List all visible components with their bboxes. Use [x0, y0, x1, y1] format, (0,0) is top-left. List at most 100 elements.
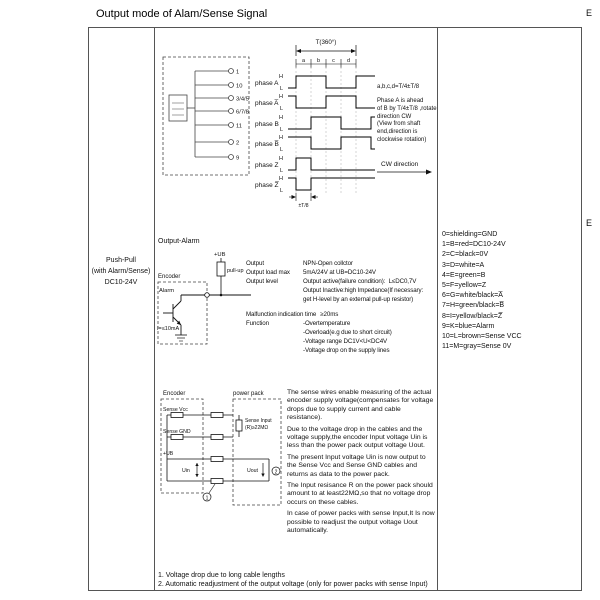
callout-1: 1 — [202, 483, 216, 502]
pin-label: 6/7/8 — [236, 110, 249, 116]
page-title: Output mode of Alam/Sense Signal — [96, 8, 268, 20]
svg-text:L: L — [280, 168, 283, 174]
legend-item: 0=shielding=GND — [442, 231, 498, 238]
sense-circuit: Encoder power pack Sense Vcc Sense GND +… — [160, 391, 282, 506]
phase-relation-note: Phase A is ahead of B by T/4±T/8 ,rotate… — [377, 98, 437, 143]
pullup-resistor — [216, 258, 226, 297]
svg-text:L: L — [280, 86, 283, 92]
encoder-internal-resistor — [170, 412, 184, 418]
waveform-phase-a-bar — [288, 95, 375, 109]
svg-text:L: L — [280, 106, 283, 112]
svg-text:H: H — [279, 94, 283, 100]
sense-paragraph: The Input resisance R on the power pack … — [287, 482, 433, 506]
powerpack-label: power pack — [233, 391, 265, 397]
alarm-encoder-box — [157, 281, 208, 345]
pin-legend: 0=shielding=GND 1=B=red=DC10-24V 2=C=bla… — [437, 27, 582, 591]
terminal-circle — [228, 154, 234, 160]
spec-row: -Voltage drop on the supply lines — [303, 347, 390, 354]
sense-gnd-label: Sense GND — [163, 429, 191, 435]
legend-item: 11=M=gray=Sense 0V — [442, 343, 512, 351]
terminal-circle — [228, 108, 234, 114]
encoder-internal-resistor — [170, 434, 184, 440]
type-line-3: DC10-24V — [104, 279, 138, 286]
pullup-label: pull-up — [227, 268, 244, 274]
alarm-signal-label: Alarm — [159, 288, 174, 294]
svg-text:1: 1 — [206, 495, 209, 501]
uout-arrow — [233, 458, 270, 482]
output-alarm-heading: Output-Alarm — [158, 238, 200, 245]
svg-text:H: H — [279, 135, 283, 141]
legend-item: 7=H=green/black=B̅ — [442, 302, 505, 310]
terminal-circle — [228, 139, 234, 145]
legend-item: 6=G=white/black=A̅ — [442, 292, 503, 300]
svg-text:H: H — [279, 176, 283, 182]
waveform-phase-b — [288, 116, 375, 130]
spec-row: -Overload(e.g due to short circuit) — [303, 329, 392, 336]
spec-row: -Voltage range DC1V<U<DC4V — [303, 338, 388, 345]
uin-arrow — [195, 463, 199, 477]
svg-text:2: 2 — [275, 469, 278, 475]
waveforms — [288, 75, 375, 191]
cable-resistance — [210, 478, 224, 484]
legend-item: 10=L=brown=Sense VCC — [442, 333, 522, 341]
type-line-1: Push-Pull — [106, 257, 136, 264]
legend-item: 3=D=white=A — [442, 261, 485, 269]
footnotes: 1. Voltage drop due to long cable length… — [158, 571, 428, 589]
npn-transistor — [163, 295, 187, 342]
waveform-phase-a — [288, 75, 375, 89]
pin-label: 1 — [236, 70, 239, 76]
phase-label: phase B̅ — [255, 140, 279, 148]
tick-label-c: c — [332, 58, 335, 64]
outer-frame — [88, 27, 582, 591]
sense-paragraph: Due to the voltage drop in the cables an… — [287, 425, 428, 450]
footnote-1: 1. Voltage drop due to long cable length… — [158, 572, 285, 579]
svg-text:L: L — [280, 147, 283, 153]
waveform-phase-b-bar — [288, 136, 375, 150]
phase-label: phase A̅ — [255, 99, 279, 107]
waveform-phase-z — [288, 157, 375, 171]
current-label: I=≤10mA — [157, 326, 179, 332]
sense-input-label-1: Sense Input — [245, 418, 272, 424]
timing-diagram: 1 10 3/4/5 6/7/8 11 2 9 T(360°) a b c d — [162, 39, 432, 209]
supply-label: +UB — [214, 252, 226, 258]
output-circuit — [162, 56, 250, 176]
alarm-encoder-label: Encoder — [158, 274, 180, 280]
supply-ub-label: +UB — [163, 451, 174, 457]
powerpack-box — [232, 398, 282, 506]
sense-description: The sense wires enable measuring of the … — [287, 389, 435, 539]
alarm-circuit: Encoder +UB pull-up Alarm I=≤10mA — [157, 252, 251, 345]
svg-text:L: L — [280, 127, 283, 133]
spec-row: get H-level by an external pull-up resis… — [303, 296, 414, 303]
z-tolerance-label: ±T/8 — [299, 203, 309, 209]
spec-row: Output Inactive:high Impedance(If necess… — [303, 287, 424, 294]
cw-direction-arrow — [377, 169, 432, 175]
pin-label: 10 — [236, 84, 242, 90]
spec-row: Malfunction indication time≥20ms — [246, 311, 339, 318]
edge-mark-top: E — [586, 8, 593, 18]
sense-encoder-label: Encoder — [163, 391, 185, 397]
sense-paragraph: The present Input voltage Uin is now out… — [287, 453, 426, 478]
svg-text:H: H — [279, 74, 283, 80]
tick-label-d: d — [347, 58, 350, 64]
quarter-ticks — [295, 59, 357, 68]
tick-label-b: b — [317, 58, 320, 64]
sense-paragraph: The sense wires enable measuring of the … — [287, 389, 434, 422]
cable-wires — [166, 412, 233, 484]
sense-encoder-box — [160, 398, 204, 494]
svg-text:H: H — [279, 115, 283, 121]
type-line-2: (with Alarm/Sense) — [91, 268, 151, 275]
legend-item: 9=K=blue=Alarm — [442, 322, 495, 330]
terminal-circle — [228, 95, 234, 101]
legend-item: 8=I=yellow/black=Z̅ — [442, 312, 503, 320]
phase-label: phase Z̅ — [255, 181, 279, 189]
legend-item: 2=C=black=0V — [442, 251, 489, 259]
footnote-2: 2. Automatic readjustment of the output … — [158, 581, 428, 588]
legend-item: 4=E=green=B — [442, 271, 486, 279]
cable-resistance — [210, 412, 224, 418]
svg-text:L: L — [280, 188, 283, 194]
cable-resistance — [210, 456, 224, 462]
svg-text:H: H — [279, 156, 283, 162]
